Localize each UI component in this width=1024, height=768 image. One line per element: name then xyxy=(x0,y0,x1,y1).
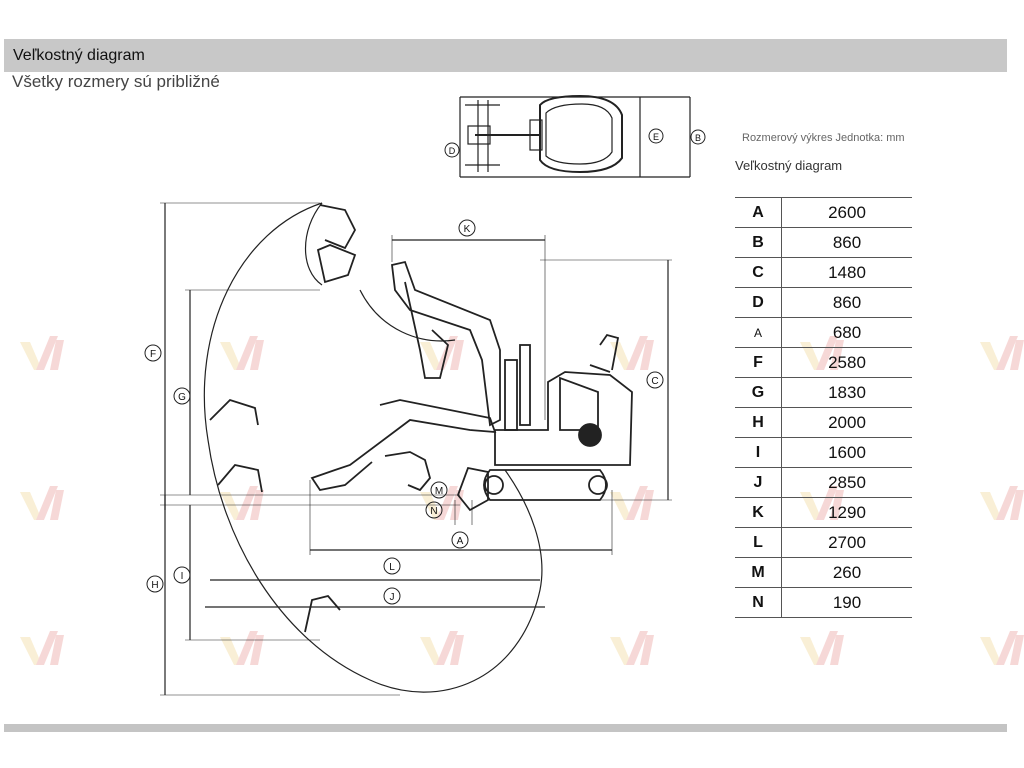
row-value: 680 xyxy=(781,317,912,348)
page-title: Veľkostný diagram xyxy=(13,47,145,64)
label-e: E xyxy=(653,132,659,142)
row-value: 1830 xyxy=(781,377,912,408)
row-key: F xyxy=(735,347,782,378)
row-key: N xyxy=(735,587,782,618)
label-f: F xyxy=(150,349,156,360)
label-g: G xyxy=(178,392,186,403)
reach-envelope-arc xyxy=(203,202,543,693)
label-j: J xyxy=(390,592,395,603)
row-value: 1600 xyxy=(781,437,912,468)
row-key: A xyxy=(735,197,782,228)
row-value: 2580 xyxy=(781,347,912,378)
label-h: H xyxy=(151,580,158,591)
row-value: 860 xyxy=(781,227,912,258)
row-key: L xyxy=(735,527,782,558)
row-key: H xyxy=(735,407,782,438)
row-value: 2000 xyxy=(781,407,912,438)
row-key: K xyxy=(735,497,782,528)
label-i: I xyxy=(181,571,184,582)
top-view-drawing xyxy=(459,94,691,178)
label-c: C xyxy=(651,376,658,387)
label-a: A xyxy=(457,536,464,547)
footer-bar xyxy=(4,724,1007,732)
row-key: M xyxy=(735,557,782,588)
row-key: I xyxy=(735,437,782,468)
row-value: 1480 xyxy=(781,257,912,288)
drawing-unit-note: Rozmerový výkres Jednotka: mm xyxy=(742,132,905,144)
table-title: Veľkostný diagram xyxy=(735,158,843,173)
row-key: A xyxy=(735,317,782,348)
row-key: B xyxy=(735,227,782,258)
row-key: D xyxy=(735,287,782,318)
row-value: 1290 xyxy=(781,497,912,528)
label-k: K xyxy=(464,224,471,235)
row-value: 2850 xyxy=(781,467,912,498)
row-value: 860 xyxy=(781,287,912,318)
row-key: G xyxy=(735,377,782,408)
label-n: N xyxy=(430,506,437,517)
page-subtitle: Všetky rozmery sú približné xyxy=(12,72,220,91)
excavator-body-drawing xyxy=(209,204,633,633)
row-key: C xyxy=(735,257,782,288)
label-d: D xyxy=(449,146,456,156)
label-b: B xyxy=(695,133,701,143)
row-value: 190 xyxy=(781,587,912,618)
label-l: L xyxy=(389,562,395,573)
row-key: J xyxy=(735,467,782,498)
row-value: 260 xyxy=(781,557,912,588)
row-value: 2600 xyxy=(781,197,912,228)
row-value: 2700 xyxy=(781,527,912,558)
label-m: M xyxy=(435,486,443,497)
header-bar xyxy=(4,39,1007,72)
